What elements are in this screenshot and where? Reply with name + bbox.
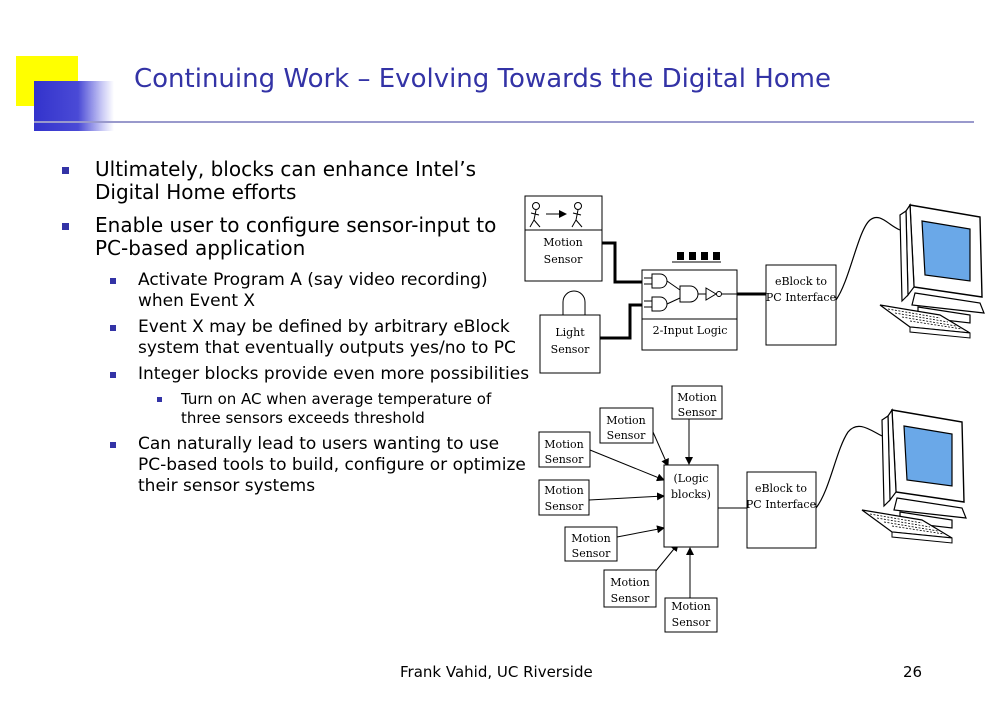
svg-text:(Logic: (Logic xyxy=(674,472,709,485)
bullet-marker xyxy=(62,223,69,230)
bullet-marker xyxy=(110,442,116,448)
svg-text:Sensor: Sensor xyxy=(672,616,711,629)
diagram1-light-label-1: Light xyxy=(555,326,585,339)
svg-text:blocks): blocks) xyxy=(671,488,711,501)
diagram1-logic-block: 2-Input Logic xyxy=(641,252,738,351)
title-underline xyxy=(34,121,974,123)
diagram1-logic-label: 2-Input Logic xyxy=(653,324,728,337)
diagram1-eblock-label-2: PC Interface xyxy=(766,291,836,304)
bullet-marker xyxy=(110,278,116,284)
bullet-marker xyxy=(110,325,116,331)
svg-text:Sensor: Sensor xyxy=(572,547,611,560)
svg-text:Motion: Motion xyxy=(571,532,611,545)
slide-title: Continuing Work – Evolving Towards the D… xyxy=(134,64,831,94)
diagram1-motion-sensor: Motion Sensor xyxy=(524,195,603,282)
diagram2-logic-blocks: (Logic blocks) xyxy=(663,464,719,548)
svg-text:Sensor: Sensor xyxy=(607,429,646,442)
svg-text:Sensor: Sensor xyxy=(545,500,584,513)
bullet-2-3: Integer blocks provide even more possibi… xyxy=(62,364,532,385)
diagram1-motion-label-1: Motion xyxy=(543,236,583,249)
diagram2-motion-sensor-7: Motion Sensor xyxy=(664,597,718,633)
svg-text:Motion: Motion xyxy=(610,576,650,589)
diagram1-light-label-2: Sensor xyxy=(551,343,590,356)
bullet-list: Ultimately, blocks can enhance Intel’s D… xyxy=(62,158,532,502)
diagram2-eblock: eBlock to PC Interface xyxy=(746,471,817,549)
svg-text:Sensor: Sensor xyxy=(611,592,650,605)
svg-text:Motion: Motion xyxy=(544,484,584,497)
diagram2-motion-sensor-4: Motion Sensor xyxy=(538,479,590,516)
svg-text:Motion: Motion xyxy=(671,600,711,613)
bullet-2-2: Event X may be defined by arbitrary eBlo… xyxy=(62,317,532,359)
svg-text:Motion: Motion xyxy=(544,438,584,451)
diagram1-eblock-label-1: eBlock to xyxy=(775,275,827,288)
bullet-2-4: Can naturally lead to users wanting to u… xyxy=(62,434,532,497)
svg-text:Motion: Motion xyxy=(606,414,646,427)
diagram2-motion-sensor-3: Motion Sensor xyxy=(538,431,591,468)
svg-text:Sensor: Sensor xyxy=(678,406,717,419)
diagram2-motion-sensor-1: Motion Sensor xyxy=(599,407,654,444)
svg-text:Sensor: Sensor xyxy=(545,453,584,466)
bullet-2-1: Activate Program A (say video recording)… xyxy=(62,270,532,312)
diagram2-motion-sensor-6: Motion Sensor xyxy=(603,569,657,608)
svg-text:PC Interface: PC Interface xyxy=(746,498,816,511)
diagram1-wires xyxy=(600,241,766,340)
svg-text:Motion: Motion xyxy=(677,391,717,404)
bullet-marker xyxy=(110,372,116,378)
footer-author: Frank Vahid, UC Riverside xyxy=(400,663,593,681)
diagram1-eblock: eBlock to PC Interface xyxy=(765,264,837,346)
diagram1-motion-label-2: Sensor xyxy=(544,253,583,266)
bullet-marker xyxy=(157,397,162,402)
computer-icon xyxy=(861,409,967,544)
bullet-2-3-1: Turn on AC when average temperature of t… xyxy=(62,390,532,428)
logic-gates-icon xyxy=(644,273,737,312)
walking-person-icon xyxy=(529,202,583,228)
bullet-2: Enable user to configure sensor-input to… xyxy=(62,214,532,260)
page-number: 26 xyxy=(903,663,923,681)
diagram1-light-sensor: Light Sensor xyxy=(539,290,601,374)
diagram2-motion-sensor-2: Motion Sensor xyxy=(671,385,723,420)
computer-icon xyxy=(879,204,985,339)
bullet-1: Ultimately, blocks can enhance Intel’s D… xyxy=(62,158,532,204)
bullet-marker xyxy=(62,167,69,174)
svg-text:eBlock to: eBlock to xyxy=(755,482,807,495)
diagram2-motion-sensor-5: Motion Sensor xyxy=(564,526,618,562)
